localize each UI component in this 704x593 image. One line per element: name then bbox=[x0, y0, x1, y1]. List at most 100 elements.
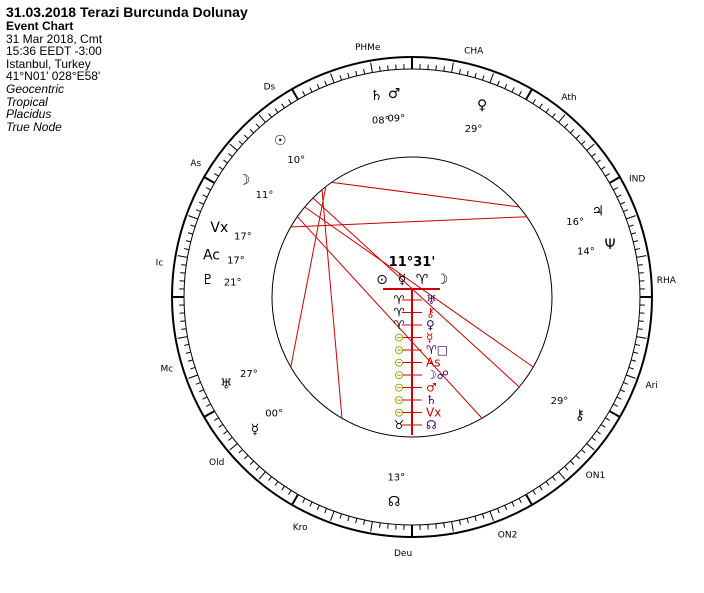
planet-glyph[interactable]: ☽ bbox=[238, 172, 251, 188]
tick bbox=[187, 359, 193, 362]
planet-glyph[interactable]: Ac bbox=[203, 247, 220, 263]
tick bbox=[633, 240, 639, 243]
sign-cusp bbox=[608, 176, 621, 184]
tick bbox=[316, 505, 320, 511]
tick bbox=[355, 70, 358, 76]
tick bbox=[496, 508, 500, 514]
grid-left-glyph: ⊝ bbox=[394, 343, 404, 357]
planet-glyph[interactable]: Ψ bbox=[604, 237, 615, 253]
grid-right-glyph: ☽☍ bbox=[426, 368, 449, 382]
tick bbox=[605, 173, 610, 177]
aspect-line bbox=[290, 186, 327, 368]
tick bbox=[223, 430, 228, 435]
tick bbox=[249, 129, 254, 134]
tick bbox=[633, 351, 639, 354]
planet-glyph[interactable]: ⚷ bbox=[575, 408, 585, 424]
tick bbox=[258, 471, 266, 480]
tick bbox=[268, 113, 273, 118]
outer-point-label: Ari bbox=[645, 381, 657, 391]
tick bbox=[228, 153, 233, 158]
tick bbox=[180, 320, 186, 322]
outer-point-label: Ic bbox=[156, 259, 164, 269]
tick bbox=[613, 187, 618, 191]
tick bbox=[504, 505, 508, 511]
tick bbox=[181, 328, 187, 330]
tick bbox=[324, 508, 328, 514]
tick bbox=[637, 328, 643, 330]
sign-cusp bbox=[525, 88, 533, 101]
tick bbox=[316, 83, 320, 89]
planet-degree: 13° bbox=[387, 472, 405, 483]
grid-right-glyph: ⚷ bbox=[426, 306, 435, 320]
tick bbox=[575, 455, 580, 460]
planet-glyph[interactable]: ♇ bbox=[201, 272, 214, 288]
tick bbox=[558, 471, 566, 480]
tick bbox=[190, 224, 196, 228]
chart-time: 15:36 EEDT -3:00 bbox=[6, 44, 102, 59]
planet-degree: 00° bbox=[265, 409, 283, 420]
tick bbox=[198, 389, 204, 393]
aspect-lines bbox=[290, 181, 534, 419]
planet-glyph[interactable]: ☉ bbox=[274, 133, 287, 149]
tick bbox=[177, 336, 188, 339]
tick bbox=[489, 73, 494, 83]
tick bbox=[309, 87, 313, 93]
tick bbox=[631, 359, 637, 362]
aspect-line bbox=[321, 189, 343, 419]
tick bbox=[570, 460, 575, 465]
planet-degree: 29° bbox=[465, 124, 483, 135]
tick bbox=[288, 99, 292, 104]
tick bbox=[370, 62, 373, 73]
tick bbox=[636, 255, 647, 258]
tick bbox=[466, 518, 469, 524]
tick bbox=[387, 65, 389, 71]
tick bbox=[435, 65, 437, 71]
tick bbox=[255, 123, 260, 128]
tick bbox=[504, 83, 508, 89]
aspect-line bbox=[296, 216, 483, 419]
sign-cusp bbox=[291, 88, 299, 101]
tick bbox=[591, 153, 596, 158]
planet-glyph[interactable]: ♄ bbox=[370, 88, 383, 104]
tick bbox=[177, 255, 188, 258]
planet-glyph[interactable]: Vx bbox=[210, 220, 228, 236]
tick bbox=[591, 436, 596, 441]
planet-degree: 09° bbox=[387, 114, 405, 125]
grid-left-glyph: ⊝ bbox=[394, 381, 404, 395]
grid-left-glyph: ♉ bbox=[394, 418, 405, 432]
planet-glyph[interactable]: ☿ bbox=[251, 422, 260, 438]
grid-right-glyph: ♀ bbox=[426, 318, 435, 332]
tick bbox=[596, 430, 601, 435]
tick bbox=[330, 73, 335, 83]
tick bbox=[626, 374, 636, 379]
chart-header: 31.03.2018 Terazi Burcunda Dolunay Event… bbox=[6, 4, 248, 133]
tick bbox=[451, 521, 454, 532]
tick bbox=[274, 481, 279, 486]
tick bbox=[638, 320, 644, 322]
grid-right-glyph: ♂ bbox=[426, 381, 437, 395]
grid-left-glyph: ⊝ bbox=[394, 368, 404, 382]
planet-glyph[interactable]: ♀ bbox=[477, 97, 487, 113]
aspect-line bbox=[312, 197, 520, 388]
tick bbox=[309, 501, 313, 507]
outer-point-label: Ath bbox=[561, 93, 576, 103]
tick bbox=[545, 108, 550, 113]
planet-glyph[interactable]: ♅ bbox=[220, 377, 233, 393]
tick bbox=[244, 134, 249, 139]
tick bbox=[626, 215, 636, 220]
chart-coords: 41°N01' 028°E58' bbox=[6, 69, 101, 84]
tick bbox=[214, 173, 219, 177]
tick bbox=[600, 424, 606, 428]
planet-glyph[interactable]: ♃ bbox=[592, 203, 605, 219]
tick bbox=[379, 522, 381, 528]
tick bbox=[613, 403, 618, 407]
planet-glyph[interactable]: ☊ bbox=[388, 494, 400, 510]
tick bbox=[255, 466, 260, 471]
planet-glyph[interactable]: ♂ bbox=[388, 86, 401, 102]
tick bbox=[218, 166, 224, 170]
tick bbox=[206, 187, 211, 191]
tick bbox=[481, 513, 485, 519]
sign-cusp bbox=[203, 410, 216, 418]
tick bbox=[532, 99, 536, 104]
tick bbox=[518, 498, 522, 503]
